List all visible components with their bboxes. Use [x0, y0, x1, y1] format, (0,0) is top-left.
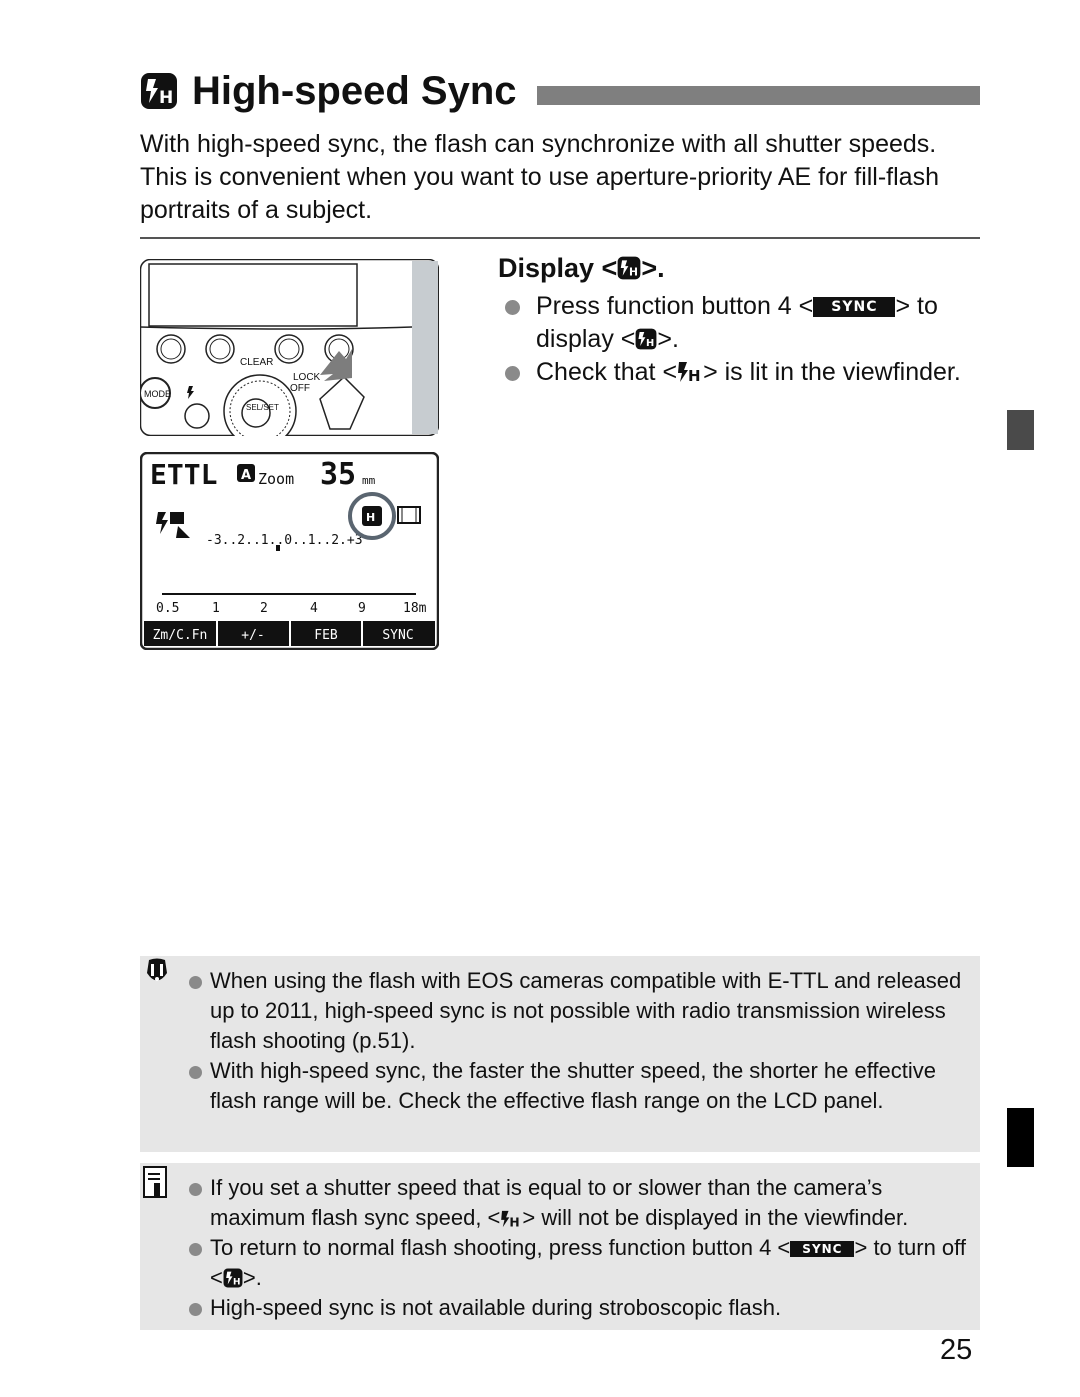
svg-text:H: H [233, 1277, 240, 1287]
svg-text:H: H [646, 338, 654, 349]
distance-tick: 18m [403, 601, 427, 616]
section-divider [140, 237, 980, 239]
sel-set-label: SEL/SET [246, 403, 279, 412]
caution-item: With high-speed sync, the faster the shu… [188, 1056, 968, 1116]
svg-text:H: H [629, 266, 638, 279]
mode-label: MODE [144, 389, 171, 399]
distance-tick: 2 [260, 601, 268, 616]
caution-icon [147, 958, 167, 981]
caution-box: When using the flash with EOS cameras co… [140, 956, 980, 1152]
lcd-mode: ETTL [150, 458, 217, 491]
lcd-zoom-label: Zoom [258, 470, 294, 488]
svg-text:A: A [241, 468, 251, 483]
heading-prefix: Display < [498, 253, 618, 283]
distance-tick: 4 [310, 601, 318, 616]
intro-paragraph: With high-speed sync, the flash can sync… [140, 130, 939, 224]
high-speed-sync-icon: H [223, 1268, 243, 1288]
lcd-focal-unit: mm [362, 474, 376, 487]
flash-h-icon: H [678, 362, 701, 383]
flash-h-icon: H [501, 1210, 520, 1228]
note-item: High-speed sync is not available during … [188, 1293, 968, 1323]
svg-text:H: H [688, 367, 701, 383]
page-title: High-speed Sync [192, 69, 517, 113]
sync-key-label: SYNC [813, 297, 896, 317]
page-title-row: H High-speed Sync [140, 66, 980, 122]
notes-list: If you set a shutter speed that is equal… [188, 1173, 968, 1323]
page-number: 25 [940, 1334, 973, 1366]
high-speed-sync-icon: H [617, 256, 641, 280]
distance-tick: 0.5 [156, 601, 179, 616]
note-item: To return to normal flash shooting, pres… [188, 1233, 968, 1293]
distance-tick: 9 [358, 601, 366, 616]
chapter-tab [1007, 410, 1034, 450]
chapter-tab [1007, 1108, 1034, 1167]
flash-unit-illustration: CLEAR LOCK OFF SEL/SET MODE [140, 259, 439, 436]
svg-text:H: H [366, 511, 375, 524]
lcd-function-label: +/- [241, 628, 264, 643]
caution-item: When using the flash with EOS cameras co… [188, 966, 968, 1056]
svg-text:H: H [159, 88, 173, 108]
lock-label: LOCK [293, 372, 321, 383]
lcd-focal-length: 35 [320, 457, 356, 492]
sync-key-label: SYNC [790, 1241, 855, 1257]
lcd-function-label: Zm/C.Fn [153, 628, 208, 643]
svg-text:H: H [510, 1215, 520, 1228]
title-rule [537, 86, 980, 105]
high-speed-sync-icon: H [141, 73, 177, 109]
high-speed-sync-icon: H [635, 328, 657, 350]
notes-box: If you set a shutter speed that is equal… [140, 1163, 980, 1330]
note-item: If you set a shutter speed that is equal… [188, 1173, 968, 1233]
lcd-exposure-scale: -3..2..1..0..1..2.+3 [206, 533, 363, 548]
arrow-icon [320, 349, 352, 381]
lcd-panel-illustration: ETTL A Zoom 35 mm -3..2..1..0..1..2.+3 H… [140, 452, 439, 650]
bullet-item: Check that <H> is lit in the viewfinder. [498, 356, 978, 389]
bullet-item: Press function button 4 <SYNC> to displa… [498, 290, 978, 356]
memo-icon [143, 1166, 167, 1198]
lcd-function-label: SYNC [382, 628, 413, 643]
clear-label: CLEAR [240, 357, 273, 368]
off-label: OFF [290, 383, 310, 394]
step-bullets: Press function button 4 <SYNC> to displa… [498, 290, 978, 389]
lcd-function-label: FEB [314, 628, 338, 643]
distance-tick: 1 [212, 601, 220, 616]
section-heading: Display < H>. [498, 248, 665, 288]
caution-list: When using the flash with EOS cameras co… [188, 966, 968, 1116]
heading-suffix: >. [641, 253, 665, 283]
